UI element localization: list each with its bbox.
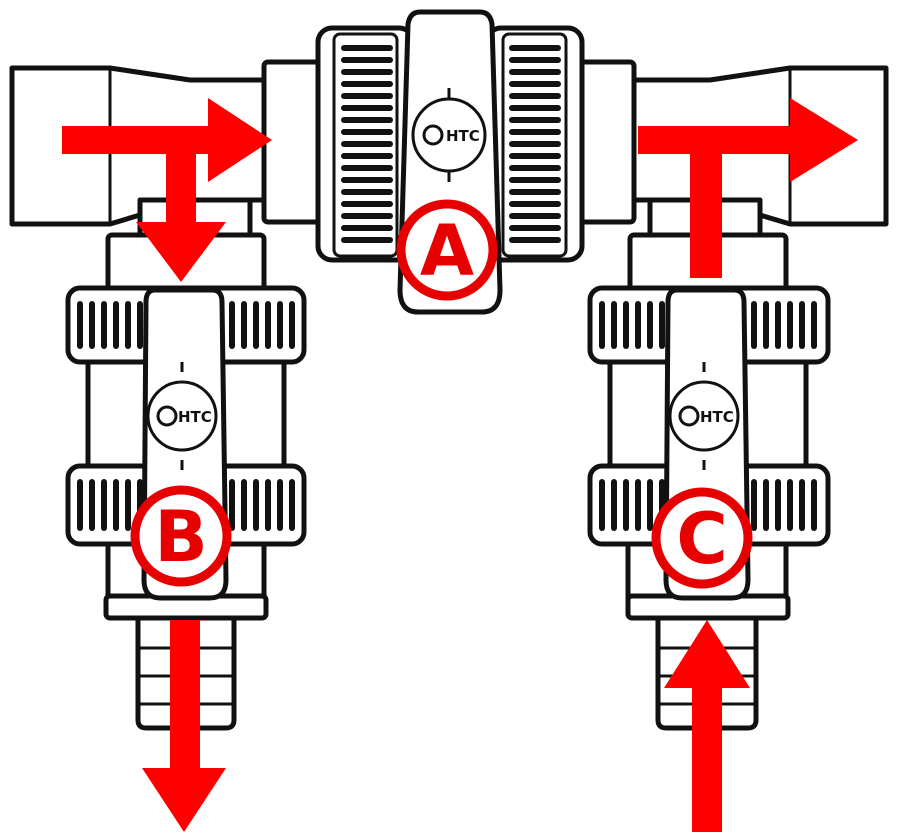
valve-c-label-badge: C (651, 487, 753, 589)
svg-text:HTC: HTC (446, 127, 480, 145)
valve-a[interactable]: HTC A (315, 9, 585, 315)
valve-b-grip-ribs (77, 301, 295, 531)
arrow-outlet-top-right (638, 98, 858, 182)
arrow-to-valve-b (136, 150, 226, 282)
svg-text:A: A (420, 210, 474, 292)
valve-a-label-badge: A (396, 199, 498, 301)
valve-b-brand-logo: HTC (156, 405, 212, 427)
valve-b-label-badge: B (130, 485, 232, 587)
svg-text:B: B (154, 496, 207, 578)
svg-text:HTC: HTC (700, 408, 734, 426)
arrow-inlet-top-left (62, 98, 272, 182)
valve-c-brand-logo: HTC (678, 405, 734, 427)
arrow-inlet-c (664, 620, 750, 832)
valve-c[interactable]: HTC C (587, 232, 831, 731)
valve-a-grip-ribs (341, 45, 561, 243)
valve-a-brand-logo: HTC (422, 124, 480, 146)
svg-text:C: C (676, 498, 727, 580)
flow-arrows (62, 98, 858, 832)
svg-text:HTC: HTC (178, 408, 212, 426)
arrow-outlet-b (142, 620, 226, 832)
